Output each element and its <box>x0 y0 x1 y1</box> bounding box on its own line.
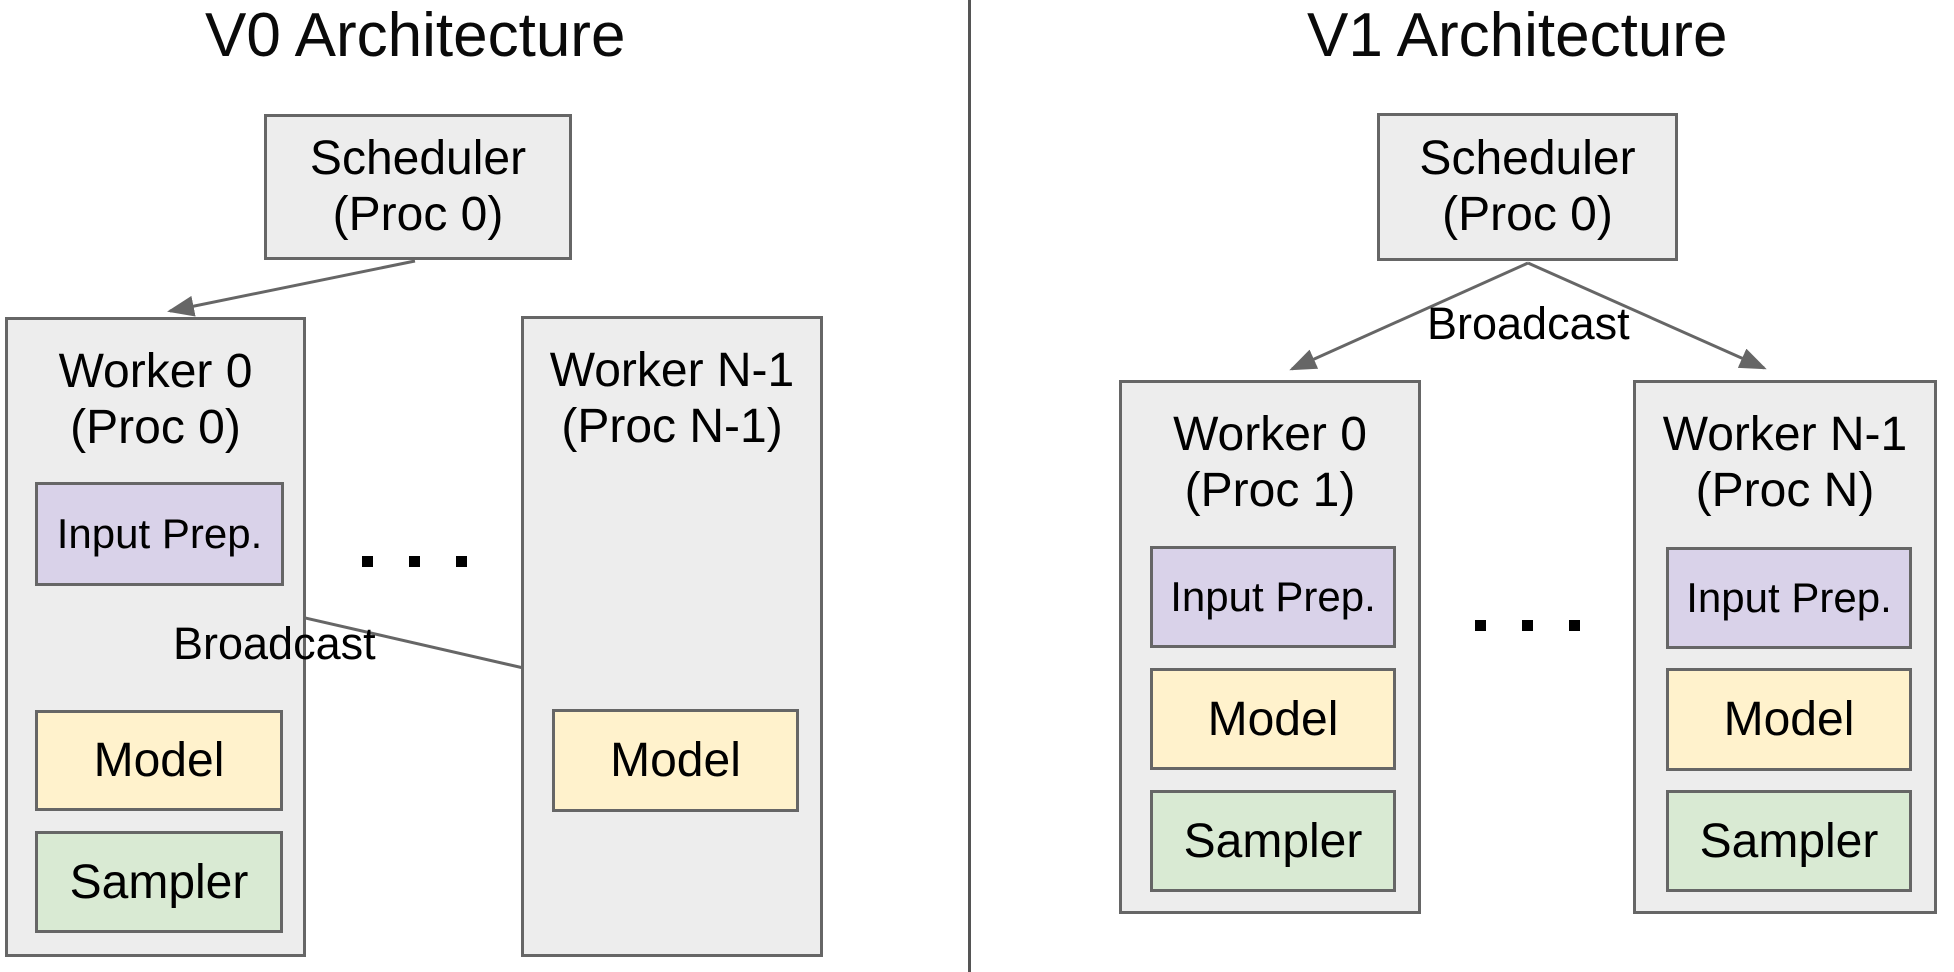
v1-worker0-label: Worker 0 (Proc 1) <box>1122 407 1418 519</box>
v0-workerN-proc: (Proc N-1) <box>561 400 783 454</box>
v1-worker0-box: Worker 0 (Proc 1) Input Prep. Model Samp… <box>1119 380 1421 914</box>
v0-worker0-label: Worker 0 (Proc 0) <box>8 344 303 456</box>
panel-divider <box>968 0 971 972</box>
v1-worker0-model-box: Model <box>1150 668 1396 770</box>
v0-worker0-proc: (Proc 0) <box>70 401 241 455</box>
v1-scheduler-proc: (Proc 0) <box>1442 188 1613 241</box>
dot-icon <box>1569 620 1580 631</box>
v0-workerN-label: Worker N-1 (Proc N-1) <box>524 343 820 455</box>
dot-icon <box>456 556 467 567</box>
v0-worker0-model-box: Model <box>35 710 283 811</box>
v0-scheduler-box: Scheduler (Proc 0) <box>264 114 572 260</box>
v1-workerN-sampler-box: Sampler <box>1666 790 1912 892</box>
v1-broadcast-label: Broadcast <box>1427 298 1630 349</box>
v1-worker0-proc: (Proc 1) <box>1184 464 1356 518</box>
v1-scheduler-box: Scheduler (Proc 0) <box>1377 113 1678 261</box>
v0-worker0-sampler-box: Sampler <box>35 831 283 933</box>
v0-panel-title: V0 Architecture <box>205 1 626 70</box>
v1-workerN-model-box: Model <box>1666 668 1912 771</box>
v0-workerN-name: Worker N-1 <box>549 344 795 397</box>
v0-broadcast-label: Broadcast <box>173 618 376 669</box>
v0-worker0-input-prep-box: Input Prep. <box>35 482 284 586</box>
v0-workerN-model-box: Model <box>552 709 799 812</box>
v1-workerN-name: Worker N-1 <box>1662 408 1908 461</box>
v0-ellipsis-dots <box>362 556 467 567</box>
v1-worker0-input-prep-box: Input Prep. <box>1150 546 1396 648</box>
v1-worker0-name: Worker 0 <box>1173 408 1367 461</box>
v0-workerN-box: Worker N-1 (Proc N-1) Model <box>521 316 823 957</box>
v1-ellipsis-dots <box>1475 620 1580 631</box>
v1-worker0-sampler-box: Sampler <box>1150 790 1396 892</box>
v1-panel-title: V1 Architecture <box>1307 1 1728 70</box>
dot-icon <box>409 556 420 567</box>
v0-scheduler-proc: (Proc 0) <box>332 188 504 241</box>
dot-icon <box>1522 620 1533 631</box>
dot-icon <box>1475 620 1486 631</box>
v0-scheduler-to-worker0-arrow <box>167 259 416 317</box>
dot-icon <box>362 556 373 567</box>
v0-worker0-box: Worker 0 (Proc 0) Input Prep. Model Samp… <box>5 317 306 957</box>
v0-worker0-name: Worker 0 <box>58 345 253 398</box>
v1-workerN-proc: (Proc N) <box>1695 464 1875 518</box>
v1-workerN-label: Worker N-1 (Proc N) <box>1636 407 1934 519</box>
v0-scheduler-label: Scheduler <box>309 131 527 185</box>
v1-workerN-box: Worker N-1 (Proc N) Input Prep. Model Sa… <box>1633 380 1937 914</box>
v1-workerN-input-prep-box: Input Prep. <box>1666 547 1912 649</box>
v1-scheduler-label: Scheduler <box>1419 131 1636 185</box>
